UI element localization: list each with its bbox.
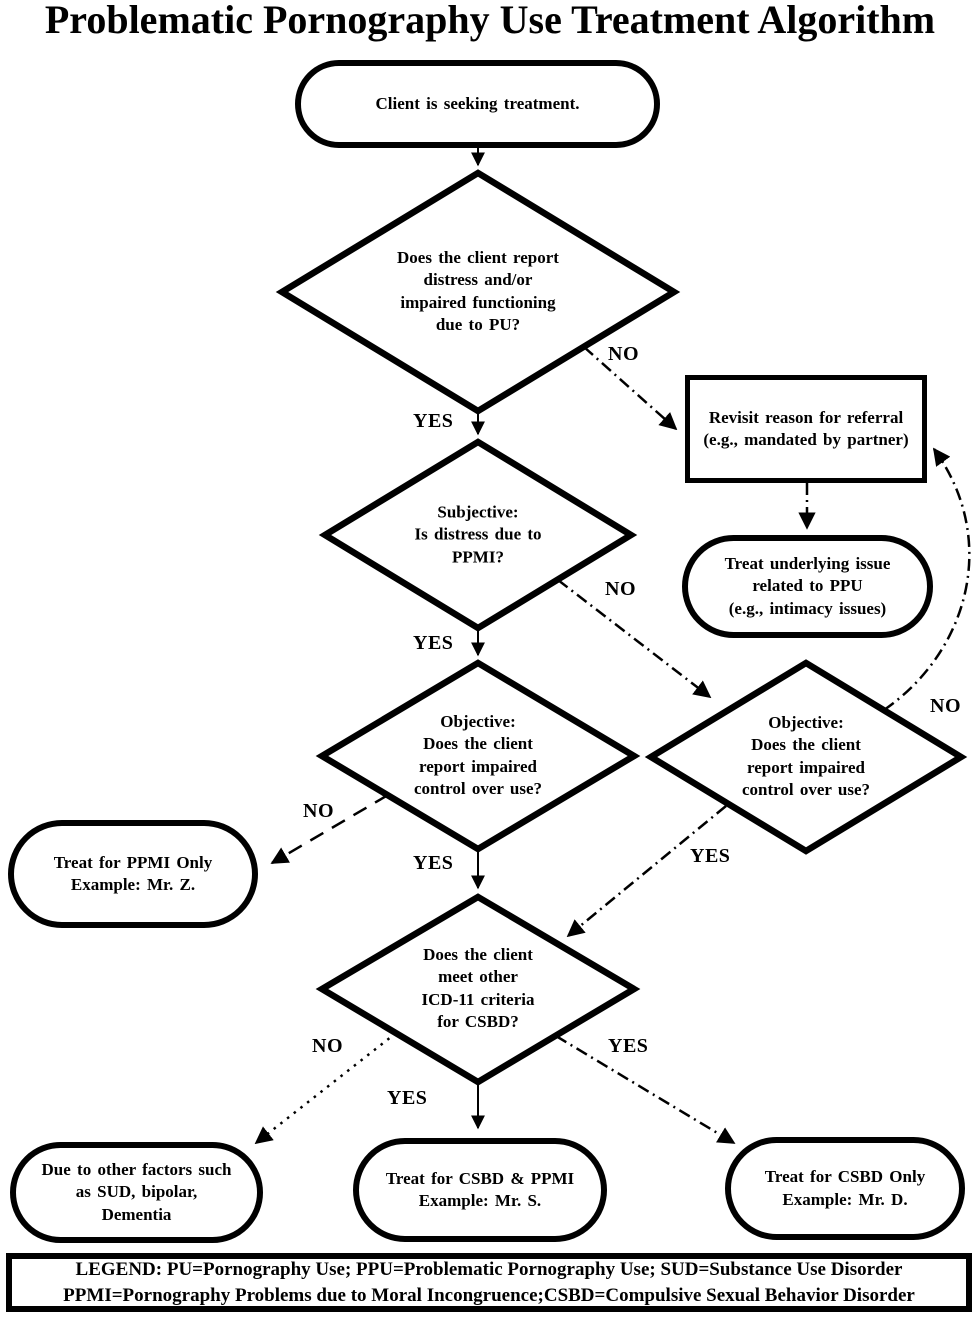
label-objective-right-yes: YES (690, 845, 731, 867)
label-csbd-yes-right: YES (608, 1035, 649, 1057)
label-objective-right-no: NO (930, 695, 961, 717)
objective-left-decision-text: Objective: Does the client report impair… (413, 712, 543, 799)
edge-subjective-no (557, 579, 712, 699)
treat-ppmi-node: Treat for PPMI Only Example: Mr. Z. (8, 820, 258, 928)
other-factors-node: Due to other factors such as SUD, bipola… (10, 1142, 263, 1243)
treat-csbd-only-node: Treat for CSBD Only Example: Mr. D. (725, 1137, 965, 1240)
legend-box: LEGEND: PU=Pornography Use; PPU=Problema… (6, 1253, 972, 1312)
csbd-decision-text: Does the client meet other ICD-11 criter… (421, 945, 535, 1032)
distress-decision-text: Does the client report distress and/or i… (397, 248, 559, 335)
legend-line-2: PPMI=Pornography Problems due to Moral I… (63, 1284, 915, 1306)
label-subjective-no: NO (605, 578, 636, 600)
label-objective-left-no: NO (303, 800, 334, 822)
label-objective-left-yes: YES (413, 852, 454, 874)
objective-right-decision-text: Objective: Does the client report impair… (741, 713, 871, 800)
edge-csbd-yes-right (555, 1034, 736, 1145)
start-node: Client is seeking treatment. (295, 60, 660, 148)
treat-csbd-ppmi-node: Treat for CSBD & PPMI Example: Mr. S. (353, 1138, 607, 1242)
label-csbd-yes-center: YES (387, 1087, 428, 1109)
subjective-decision-text: Subjective: Is distress due to PPMI? (414, 502, 542, 567)
legend-line-1: LEGEND: PU=Pornography Use; PPU=Problema… (75, 1258, 903, 1280)
edge-objective-right-yes (566, 805, 727, 938)
label-distress-yes: YES (413, 410, 454, 432)
label-subjective-yes: YES (413, 632, 454, 654)
revisit-referral-node: Revisit reason for referral (e.g., manda… (685, 375, 927, 483)
page-title: Problematic Pornography Use Treatment Al… (44, 0, 936, 42)
edge-objective-left-no (270, 793, 389, 865)
treat-underlying-node: Treat underlying issue related to PPU (e… (682, 535, 933, 638)
label-csbd-no: NO (312, 1035, 343, 1057)
objective-right-decision-shape (644, 659, 968, 855)
label-distress-no: NO (608, 343, 639, 365)
edge-objective-right-no-curve (883, 447, 971, 712)
edge-distress-no (583, 346, 678, 431)
